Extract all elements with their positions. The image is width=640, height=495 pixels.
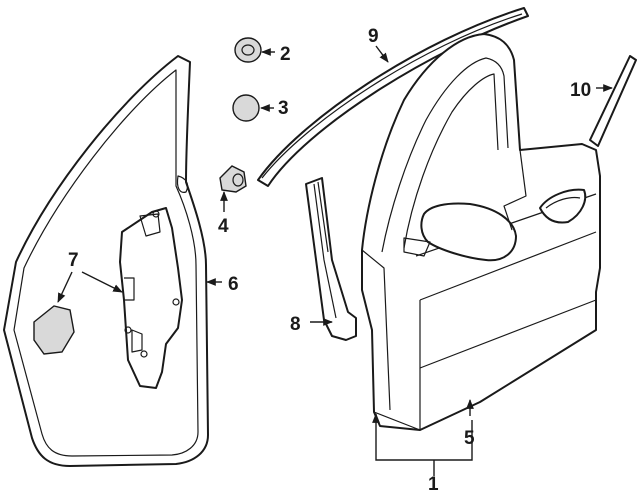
door-shell <box>361 33 601 431</box>
callout-5: 5 <box>464 428 475 449</box>
callout-7: 7 <box>68 250 79 271</box>
callout-10: 10 <box>570 80 591 101</box>
callouts: 1 2 3 4 5 6 7 8 9 10 <box>68 26 591 495</box>
door-channel-8 <box>305 177 357 341</box>
callout-3: 3 <box>278 98 289 119</box>
callout-9: 9 <box>368 26 379 47</box>
roof-molding <box>257 7 529 187</box>
leader-lines <box>57 45 613 476</box>
plug-3 <box>232 94 260 122</box>
grommet-4 <box>219 165 247 193</box>
callout-1: 1 <box>428 474 439 495</box>
access-hole-plug <box>33 305 75 355</box>
trim-strip-10 <box>589 55 637 147</box>
callout-4: 4 <box>218 216 229 237</box>
callout-2: 2 <box>280 44 291 65</box>
water-shield <box>119 207 183 389</box>
callout-8: 8 <box>290 314 301 335</box>
callout-6: 6 <box>228 274 239 295</box>
plug-2 <box>234 37 262 63</box>
